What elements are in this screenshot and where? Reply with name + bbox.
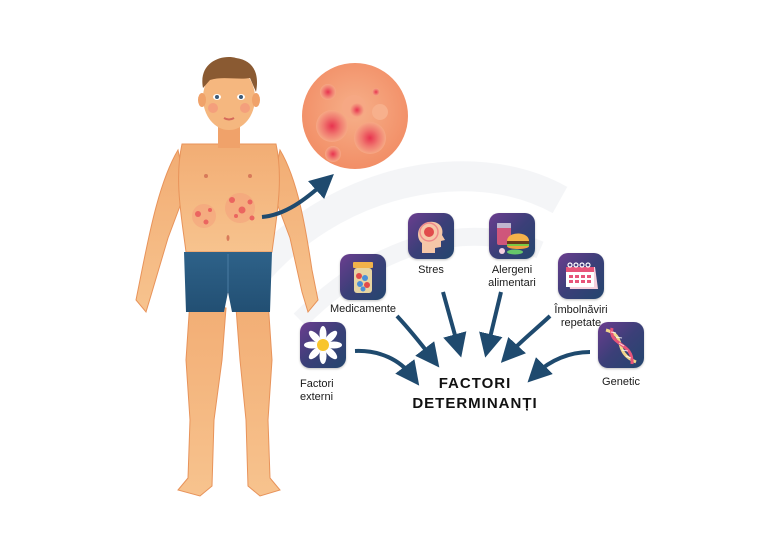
boy-figure <box>135 57 319 497</box>
label-line1: Genetic <box>602 376 640 388</box>
factor-label-genetic: Genetic <box>592 376 650 389</box>
factor-icon-genetic <box>598 322 644 368</box>
factor-label-factori-externi: Factori externi <box>300 378 346 404</box>
label-line1: Medicamente <box>329 303 397 315</box>
dna-helix-icon <box>605 327 637 365</box>
factor-icon-medicamente <box>340 254 386 300</box>
factor-label-stres: Stres <box>408 264 454 277</box>
factor-icon-imbolnaviri-repetate <box>558 253 604 299</box>
food-burger-drink-icon <box>497 223 529 255</box>
daisy-flower-icon <box>304 326 342 364</box>
factor-label-medicamente: Medicamente <box>325 303 401 316</box>
stressed-head-icon <box>418 221 445 253</box>
center-title-line2: DETERMINANȚI <box>412 395 538 412</box>
center-title-line1: FACTORI <box>438 375 512 392</box>
rash-patches <box>192 193 255 228</box>
factor-label-alergeni-alimentari: Alergeni alimentari <box>482 264 542 290</box>
zoom-arrow <box>261 173 334 219</box>
label-line1: Factori <box>300 378 334 390</box>
calendar-icon <box>566 262 598 289</box>
factor-icon-factori-externi <box>300 322 346 368</box>
factor-arrows <box>354 291 591 386</box>
factor-icon-alergeni-alimentari <box>489 213 535 259</box>
center-title: FACTORI DETERMINANȚI <box>400 374 550 414</box>
label-line1: Îmbolnăviri <box>554 304 608 316</box>
label-line2: externi <box>300 391 334 403</box>
rash-zoom-circle <box>302 63 408 169</box>
label-line2: alimentari <box>488 277 536 289</box>
label-line1: Alergeni <box>491 264 533 276</box>
pill-bottle-icon <box>353 262 373 293</box>
factor-icon-stres <box>408 213 454 259</box>
label-line2: repetate <box>560 317 602 329</box>
factor-label-imbolnaviri-repetate: Îmbolnăviri repetate <box>550 304 612 330</box>
label-line1: Stres <box>418 264 444 276</box>
